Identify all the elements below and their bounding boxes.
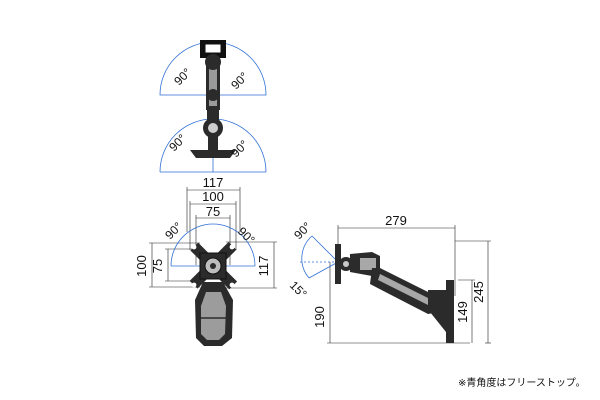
tilt-down-angle: 15°	[287, 278, 310, 301]
front-view: 117 100 75 100 75 117 90° 90°	[134, 175, 277, 346]
side-wall-bracket	[428, 290, 446, 312]
height-117: 117	[256, 256, 271, 277]
width-117: 117	[203, 175, 224, 190]
side-view: 279 190 245 149 90° 15°	[287, 213, 491, 344]
lower-right-angle: 90°	[228, 137, 251, 160]
upper-right-angle: 90°	[228, 69, 251, 92]
front-tilt-arc	[170, 223, 256, 267]
width-75: 75	[206, 204, 220, 219]
side-monitor-plate	[335, 244, 341, 284]
width-100: 100	[202, 189, 224, 204]
depth-279: 279	[385, 213, 407, 228]
top-bracket	[190, 150, 236, 158]
height-149: 149	[455, 301, 470, 323]
lower-left-angle: 90°	[166, 131, 189, 154]
side-tilt-arc	[301, 235, 313, 279]
free-stop-note: ※青角度はフリーストップ。	[458, 378, 586, 389]
top-view: 90° 90° 90° 90°	[159, 40, 267, 173]
upper-left-angle: 90°	[171, 65, 194, 88]
tilt-up-angle: 90°	[291, 219, 314, 242]
side-wall-plate	[446, 280, 454, 343]
front-right-angle: 90°	[235, 224, 258, 247]
height-245: 245	[471, 281, 486, 303]
height-100: 100	[134, 255, 149, 277]
height-75: 75	[150, 259, 165, 273]
vesa-cross-plate	[189, 241, 238, 290]
height-190: 190	[312, 306, 327, 328]
front-left-angle: 90°	[162, 219, 185, 242]
